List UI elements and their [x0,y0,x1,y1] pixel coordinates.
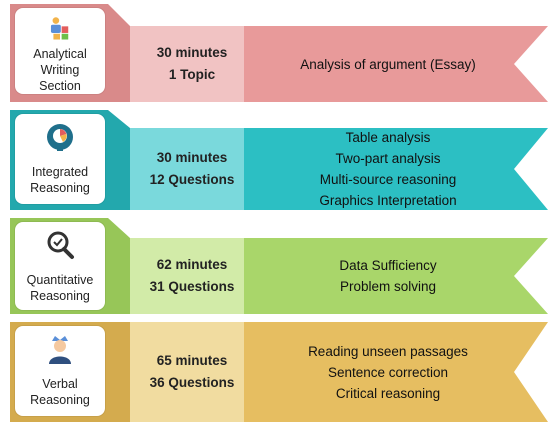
ribbon-middle [130,26,248,102]
title-line: Section [39,79,81,93]
ribbon-middle [130,322,248,422]
ribbon-middle [130,238,248,314]
topic-item: Problem solving [339,279,437,294]
topic-list: Analysis of argument (Essay) [268,26,508,102]
topic-item: Graphics Interpretation [319,193,457,208]
person-icon [49,336,71,364]
title-line: Quantitative [26,273,94,287]
time-label: 30 minutes [156,150,228,165]
time-block: 30 minutes 12 Questions [140,128,244,210]
section-row-verbal-reasoning: Verbal Reasoning 65 minutes 36 Questions… [0,322,556,422]
time-block: 30 minutes 1 Topic [140,26,244,102]
title-line: Analytical [33,47,87,61]
count-label: 12 Questions [149,172,235,187]
topic-item: Reading unseen passages [308,343,468,359]
topic-item: Table analysis [345,130,431,145]
section-title: Integrated Reasoning [28,164,92,196]
section-card: Analytical Writing Section [15,8,105,94]
topic-item: Multi-source reasoning [319,172,457,187]
brain-chart-icon [47,124,73,151]
topic-item: Analysis of argument (Essay) [300,56,476,72]
title-line: Writing [40,63,80,77]
magnifier-icon [47,231,74,259]
section-card: Verbal Reasoning [15,326,105,416]
ribbon-middle [130,128,248,210]
ribbon-band [244,322,548,422]
ribbon-band [244,238,548,314]
topic-item: Sentence correction [327,364,449,380]
title-line: Integrated [31,165,89,179]
count-label: 1 Topic [168,67,216,82]
title-line: Reasoning [30,393,90,407]
puzzle-icon [50,17,69,40]
time-label: 65 minutes [156,353,228,368]
topic-list: Table analysis Two-part analysis Multi-s… [268,128,508,210]
ribbon-band [244,128,548,210]
title-line: Reasoning [30,181,90,195]
topic-list: Reading unseen passages Sentence correct… [268,322,508,422]
title-line: Reasoning [30,289,90,303]
section-title: Analytical Writing Section [31,46,89,94]
count-label: 31 Questions [149,279,235,294]
title-line: Verbal [42,377,78,391]
section-title: Quantitative Reasoning [25,272,96,304]
section-title: Verbal Reasoning [28,376,92,408]
section-row-quantitative-reasoning: Quantitative Reasoning 62 minutes 31 Que… [0,218,556,314]
time-block: 65 minutes 36 Questions [140,322,244,422]
ribbon-band [244,26,548,102]
section-row-analytical-writing: Analytical Writing Section 30 minutes 1 … [0,4,556,102]
section-row-integrated-reasoning: Integrated Reasoning 30 minutes 12 Quest… [0,110,556,210]
count-label: 36 Questions [149,375,235,390]
topic-item: Critical reasoning [335,385,441,401]
topic-item: Two-part analysis [335,151,441,166]
time-block: 62 minutes 31 Questions [140,238,244,314]
topic-list: Data Sufficiency Problem solving [268,238,508,314]
time-label: 62 minutes [156,257,228,272]
section-card: Integrated Reasoning [15,114,105,204]
topic-item: Data Sufficiency [339,258,437,273]
section-card: Quantitative Reasoning [15,222,105,310]
time-label: 30 minutes [156,45,228,60]
